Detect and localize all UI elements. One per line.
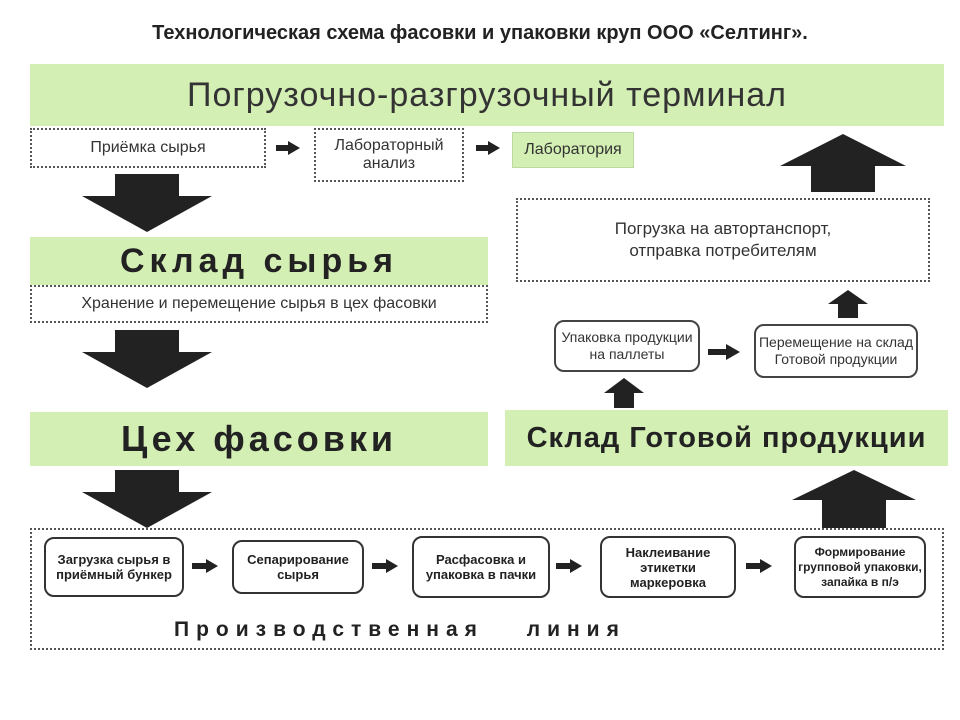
arrow-pallet-to-move [708, 344, 740, 360]
arrow-step-4-to-5 [746, 559, 772, 573]
terminal-band: Погрузочно-разгрузочный терминал [30, 64, 944, 126]
step-group-packing: Формирование групповой упаковки, запайка… [794, 536, 926, 598]
arrow-analysis-to-lab [476, 141, 500, 155]
arrow-step-2-to-3 [372, 559, 398, 573]
laboratory-box: Лаборатория [512, 132, 634, 168]
arrow-down-to-raw-warehouse [82, 174, 212, 232]
packing-shop-heading: Цех фасовки [30, 412, 488, 466]
finished-warehouse-heading: Склад Готовой продукции [505, 410, 948, 466]
pallet-packing-box: Упаковка продукции на паллеты [554, 320, 700, 372]
arrow-down-to-production-line [82, 470, 212, 528]
raw-warehouse-description: Хранение и перемещение сырья в цех фасов… [30, 285, 488, 323]
arrow-down-to-packing-shop [82, 330, 212, 388]
arrow-up-to-shipping [828, 290, 868, 318]
arrow-step-1-to-2 [192, 559, 218, 573]
receiving-box: Приёмка сырья [30, 128, 266, 168]
step-labeling: Наклеивание этикетки маркеровка [600, 536, 736, 598]
lab-analysis-box: Лабораторный анализ [314, 128, 464, 182]
arrow-step-3-to-4 [556, 559, 582, 573]
arrow-up-to-terminal [780, 134, 906, 192]
diagram-title: Технологическая схема фасовки и упаковки… [152, 22, 808, 44]
production-line-label: Производственная линия [174, 618, 626, 641]
raw-warehouse-heading: Склад сырья [30, 237, 488, 285]
step-packing: Расфасовка и упаковка в пачки [412, 536, 550, 598]
arrow-receiving-to-lab [276, 141, 300, 155]
arrow-up-to-pallet-packing [604, 378, 644, 408]
step-loading: Загрузка сырья в приёмный бункер [44, 537, 184, 597]
arrow-up-to-finished-warehouse [792, 470, 916, 528]
move-to-warehouse-box: Перемещение на склад Готовой продукции [754, 324, 918, 378]
step-separation: Сепарирование сырья [232, 540, 364, 594]
shipping-box: Погрузка на автортанспорт, отправка потр… [516, 198, 930, 282]
